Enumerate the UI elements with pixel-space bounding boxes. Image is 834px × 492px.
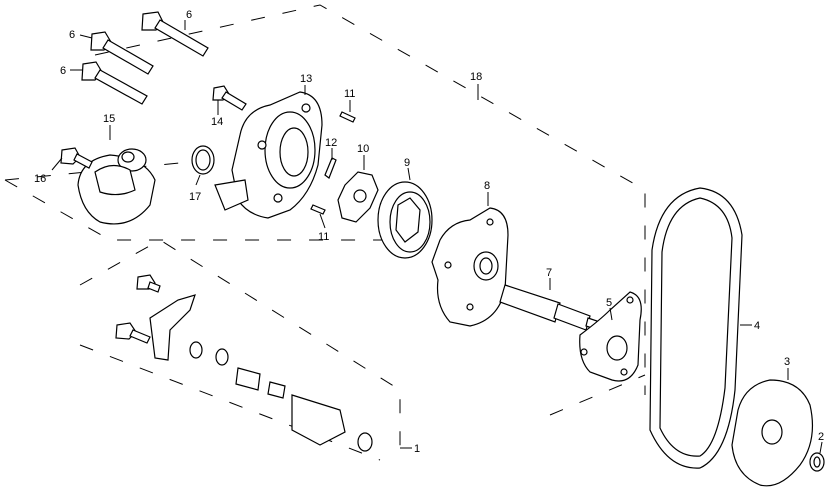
valve-group-1: [115, 274, 373, 452]
callout-6-top: 6: [186, 9, 192, 21]
plate-5: [579, 291, 642, 382]
callout-6-lower: 6: [60, 65, 66, 77]
sprocket-3: [731, 379, 814, 487]
bolt-6-lower: [81, 61, 148, 105]
callout-14: 14: [211, 116, 223, 128]
pin-11-upper: [339, 111, 356, 123]
bolt-6-top: [141, 11, 209, 57]
callout-13: 13: [300, 73, 312, 85]
outer-rotor-9: [377, 181, 433, 259]
bolt-14: [212, 85, 247, 111]
pin-12: [324, 157, 337, 179]
circlip-2: [809, 452, 825, 472]
callout-4: 4: [754, 320, 760, 332]
callout-17: 17: [189, 191, 201, 203]
callout-1: 1: [414, 443, 420, 455]
pump-body-13: [214, 91, 323, 219]
drive-chain-4: [649, 187, 743, 469]
bolt-16: [60, 147, 93, 169]
callout-10: 10: [357, 143, 369, 155]
pump-cover-8: [431, 207, 509, 327]
pump-shaft-7: [499, 284, 601, 331]
group-frame-1: [79, 239, 646, 461]
callout-12: 12: [325, 137, 337, 149]
leader-lines: [51, 20, 823, 454]
o-ring-17: [191, 145, 215, 175]
callout-6-middle: 6: [69, 29, 75, 41]
callout-5: 5: [606, 297, 612, 309]
pin-11-lower: [310, 204, 326, 215]
callout-9: 9: [404, 157, 410, 169]
callout-18: 18: [470, 71, 482, 83]
callout-16: 16: [34, 173, 46, 185]
callout-3: 3: [784, 356, 790, 368]
callout-11-upper: 11: [344, 88, 355, 100]
inner-rotor-10: [337, 171, 379, 223]
callout-7: 7: [546, 267, 552, 279]
bolt-6-middle: [90, 31, 154, 75]
callout-11-lower: 11: [318, 231, 329, 243]
callout-2: 2: [818, 431, 824, 443]
oil-strainer-15: [77, 148, 156, 225]
callout-labels: 6 6 6 13 11 18 14 15 12 10 9 16 17 8 11 …: [34, 9, 824, 455]
callout-8: 8: [484, 180, 490, 192]
callout-15: 15: [103, 113, 115, 125]
